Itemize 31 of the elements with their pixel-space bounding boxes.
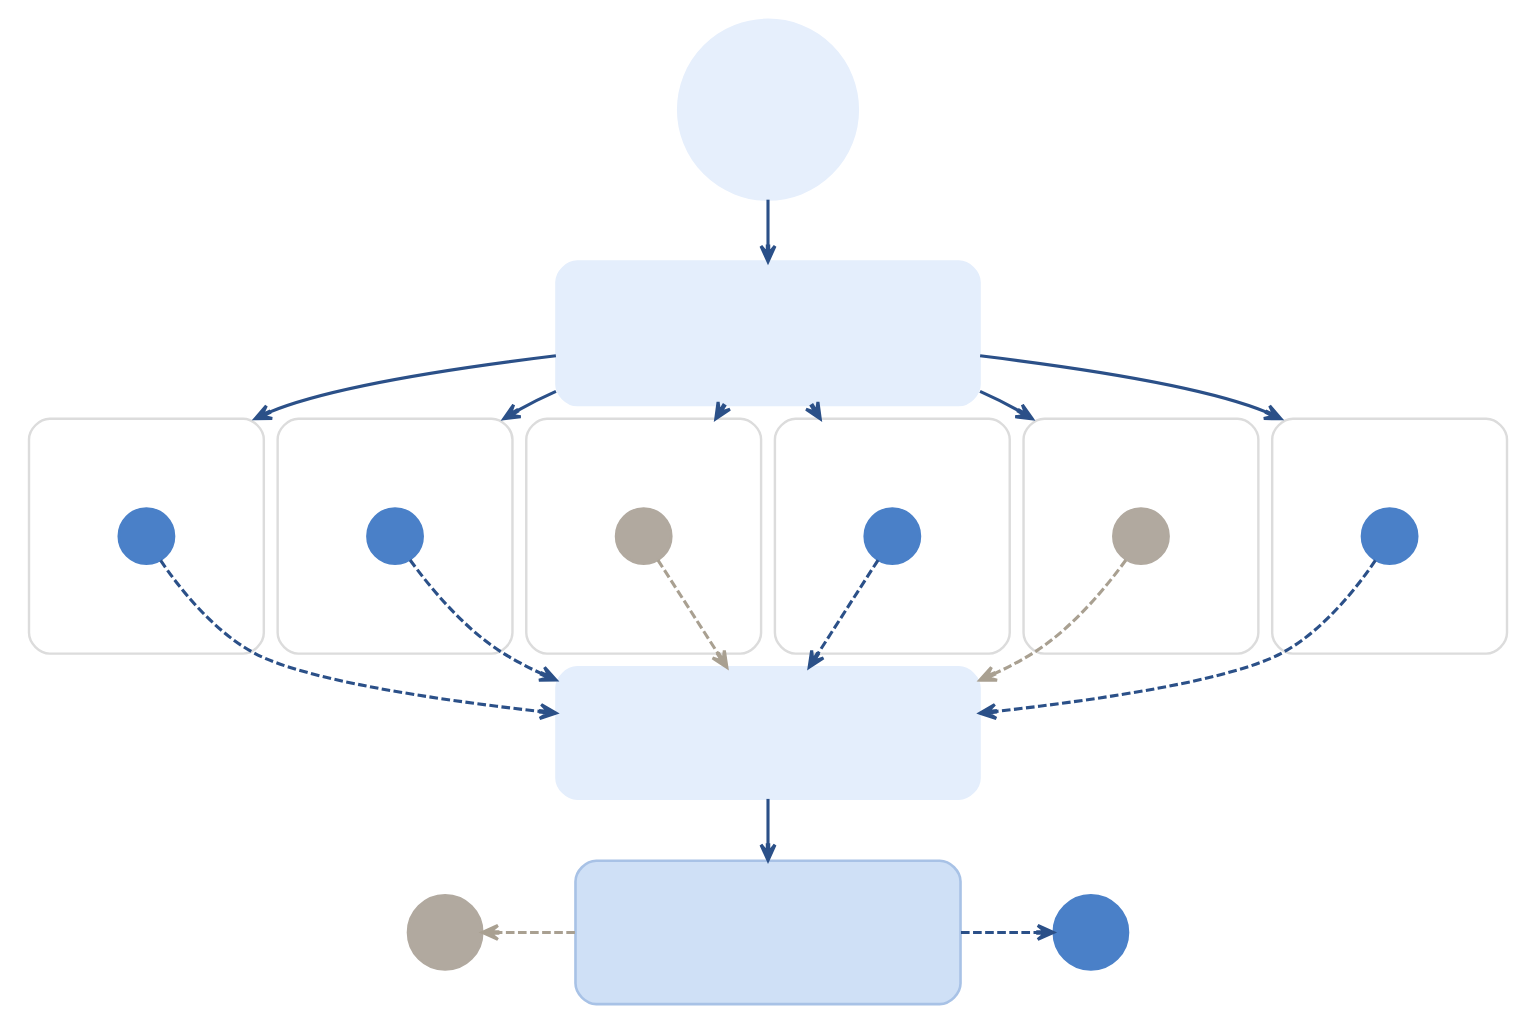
node-box [555,666,981,800]
arrow [979,389,1034,421]
arrow [480,923,575,941]
arrow [807,559,880,669]
arrow [979,354,1283,421]
arrow [759,798,777,862]
node-circle [614,507,673,566]
cluster [27,417,266,655]
arrow [159,559,558,720]
node-circle [863,507,922,566]
node-circle [676,18,860,201]
cluster [276,417,514,655]
node-circle [1112,507,1170,566]
arrow [978,559,1128,682]
node-pill [574,859,962,1006]
node-circle [1052,894,1130,971]
arrow [978,559,1377,720]
node-circle [366,507,424,566]
cluster [1022,417,1260,655]
cluster [1270,417,1509,655]
arrow [759,199,777,264]
arrow [960,923,1055,941]
node-circle [406,894,484,971]
arrow [714,400,732,421]
arrow [502,389,557,421]
node-circle [1360,507,1419,566]
arrow [253,354,557,421]
arrow [656,559,729,669]
arrow [408,559,558,682]
node-circle [117,507,176,566]
arrow [804,400,822,421]
